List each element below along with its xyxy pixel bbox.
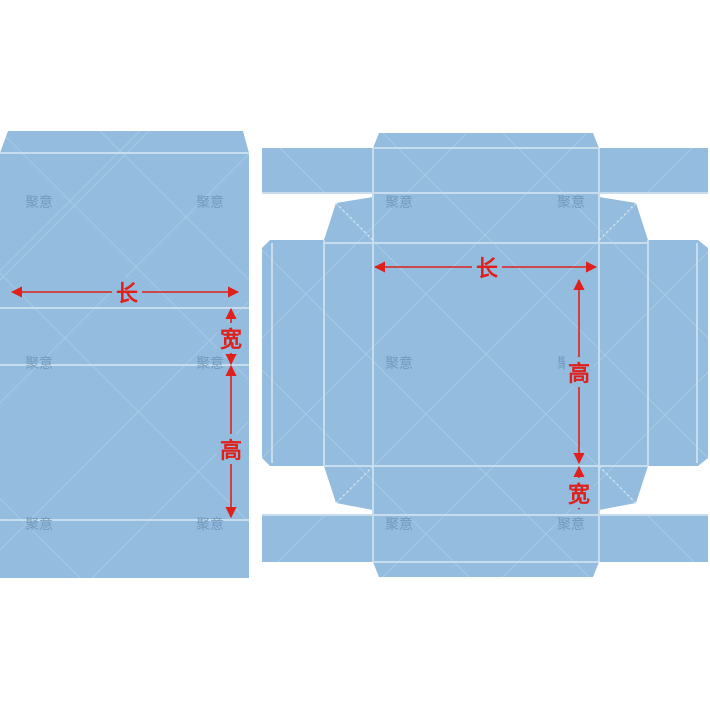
watermark-text: 聚意 [25, 516, 53, 533]
bottom-tuck-tab [373, 562, 599, 577]
watermark-text: 聚意 [25, 194, 53, 211]
corner-dotted-lines [335, 202, 637, 504]
right-height-label: 高 [568, 361, 590, 387]
right-fold-lines [262, 147, 708, 563]
right-width-label: 宽 [568, 482, 590, 508]
watermark-text: 聚意 [557, 516, 585, 533]
right-dieline: 聚意 聚意 聚意 聚意 聚意 聚意 长 高 宽 [262, 133, 708, 577]
watermark-text: 聚意 [25, 355, 53, 372]
watermark-text: 聚意 [385, 194, 413, 211]
watermark-text: 聚意 [196, 194, 224, 211]
left-fold-lines [0, 152, 249, 521]
right-length-label: 长 [476, 257, 499, 282]
watermark-text: 聚意 [557, 194, 585, 211]
top-flap-strip [262, 148, 708, 193]
left-panel-body [0, 131, 249, 578]
right-watermarks: 聚意 聚意 聚意 聚意 聚意 聚意 [385, 194, 585, 533]
left-dieline: 聚意 聚意 聚意 聚意 聚意 聚意 长 宽 高 [0, 131, 249, 578]
top-tuck-tab [373, 133, 599, 148]
left-length-label: 长 [116, 282, 139, 307]
left-width-label: 宽 [220, 327, 242, 353]
left-watermarks: 聚意 聚意 聚意 聚意 聚意 聚意 [25, 194, 224, 533]
watermark-text: 聚意 [385, 355, 413, 372]
watermark-text: 聚意 [385, 516, 413, 533]
watermark-text: 聚意 [196, 355, 224, 372]
right-side-wall [648, 240, 708, 466]
bottom-flap-strip [262, 515, 708, 562]
left-height-label: 高 [220, 438, 242, 464]
watermark-text: 聚意 [196, 516, 224, 533]
